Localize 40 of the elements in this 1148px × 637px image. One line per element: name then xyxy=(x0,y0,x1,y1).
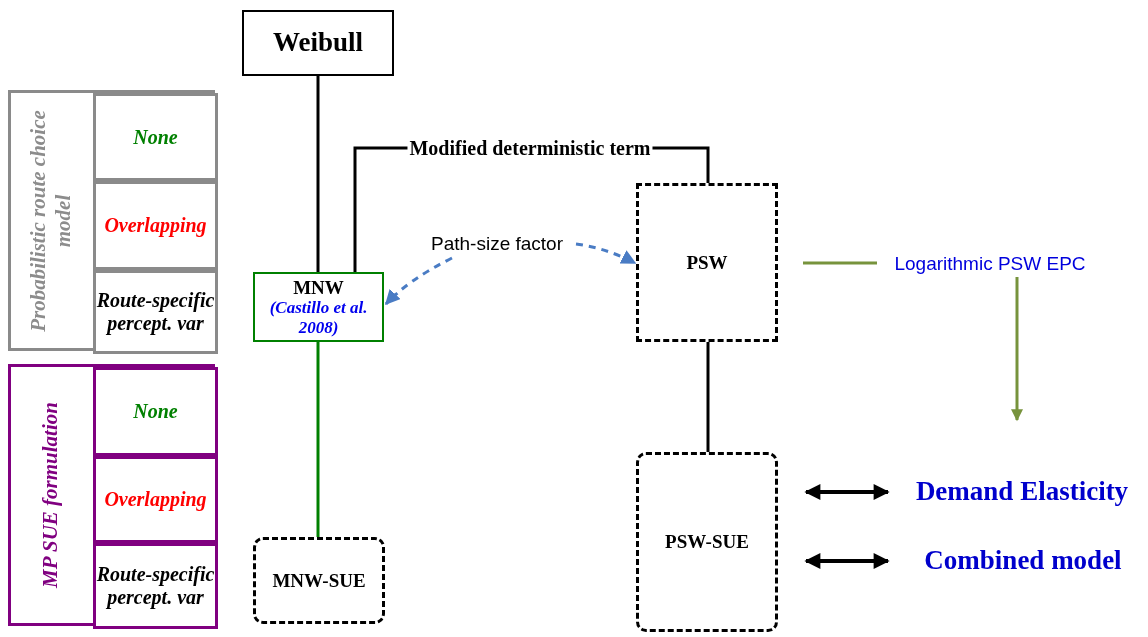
cell-text: None xyxy=(133,400,178,423)
arrow xyxy=(575,242,637,265)
box-label: MNW xyxy=(293,276,344,299)
connector-line xyxy=(316,76,320,272)
dashed-box xyxy=(636,452,778,632)
connector-line xyxy=(706,342,710,452)
table-cell xyxy=(93,543,218,629)
annotation-text: Logarithmic PSW EPC xyxy=(894,252,1086,275)
cell-text: Route-specific percept. var xyxy=(96,289,215,335)
table-cell xyxy=(93,181,218,270)
connector-line xyxy=(803,261,877,265)
cell-text: Route-specific percept. var xyxy=(96,563,215,609)
box-label: Weibull xyxy=(273,27,363,59)
heading-text: Combined model xyxy=(924,545,1122,577)
dashed-box xyxy=(636,183,778,342)
annotation-text: Path-size factor xyxy=(431,233,563,255)
table-frame xyxy=(8,364,215,626)
cell-text: None xyxy=(133,125,178,149)
box-label: MNW-SUE xyxy=(272,569,366,592)
process-box xyxy=(242,10,394,76)
table-cell xyxy=(93,367,218,456)
cell-text: Overlapping xyxy=(104,488,207,511)
table-cell xyxy=(93,456,218,543)
table-frame xyxy=(8,90,215,351)
citation: (Castillo et al. 2008) xyxy=(268,298,369,338)
box-label: PSW xyxy=(686,251,728,274)
connector-line xyxy=(316,342,320,537)
arrow xyxy=(804,553,890,569)
cell-text: Overlapping xyxy=(104,214,207,237)
process-box xyxy=(253,272,384,342)
row-header: Probabilistic route choice model xyxy=(25,108,76,334)
arrow xyxy=(804,484,890,500)
table-cell xyxy=(93,270,218,354)
dashed-box xyxy=(253,537,385,624)
arrow xyxy=(384,256,453,306)
box-label: PSW-SUE xyxy=(665,531,749,553)
arrow xyxy=(1011,277,1023,422)
table-cell xyxy=(93,93,218,181)
row-header: MP SUE formulation xyxy=(38,401,64,591)
heading-text: Demand Elasticity xyxy=(915,476,1129,508)
